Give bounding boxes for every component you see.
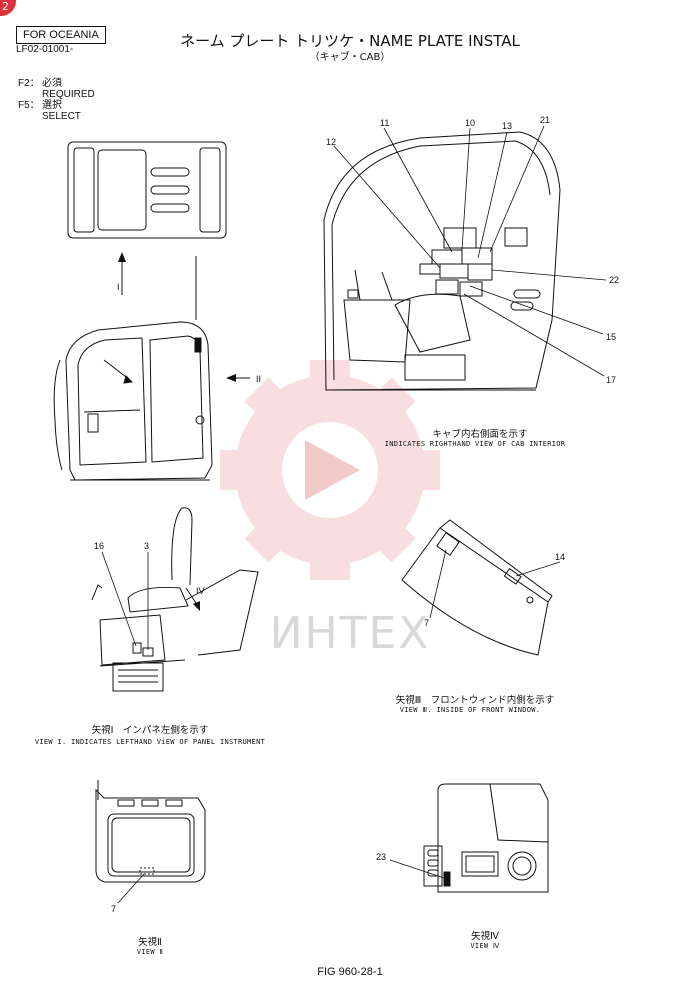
arrow-view-iv-label: IV [196,586,205,596]
page-title: ネーム プレート トリツケ・NAME PLATE INSTAL [180,32,520,50]
callout-17: 17 [606,375,616,385]
document-code: LF02-01001- [16,44,74,55]
caption-view-iii-en: VIEW Ⅲ. INSIDE OF FRONT WINDOW. [399,706,541,714]
region-badge: FOR OCEANIA [16,26,106,44]
callout-23: 23 [376,852,386,862]
watermark-text: ИНТЕХ [270,608,431,659]
leader-line [117,873,145,904]
view-iv-drawing [423,783,549,893]
callout-16: 16 [94,541,104,551]
callout-7-view-iii: 7 [424,618,429,628]
arrow-view-i [118,252,126,295]
watermark-gear-logo [220,360,440,580]
arrow-view-ii-label: II [256,374,261,384]
leader-line [429,549,447,619]
caption-view-i-en: VIEW I. INDICATES LEFTHAND ViEW OF PANEL… [34,738,266,746]
caption-view-ii-jp: 矢視Ⅱ [138,937,162,948]
cab-roof-drawing [67,141,227,239]
callout-21: 21 [540,115,550,125]
cab-callout-leaders [333,125,607,377]
callout-13: 13 [502,121,512,131]
cab-exterior-drawing [53,321,213,481]
leader-line [515,561,561,577]
legend-required: F2：必須 REQUIRED [18,78,95,100]
caption-cab-en: INDICATES RIGHTHAND VIEW OF CAB INTERIOR [384,440,566,448]
callout-22: 22 [609,275,619,285]
arrow-view-ii [226,374,250,382]
view-i-drawing [91,507,259,692]
figure-number: FIG 960-28-1 [317,966,383,978]
caption-view-iv-en: VIEW Ⅳ [470,942,500,950]
caption-view-iii-jp: 矢視Ⅲ フロントウィンド内側を示す [395,695,555,706]
caption-cab-jp: キャブ内右側面を示す [432,429,528,440]
leader-line [389,859,445,879]
caption-view-iv-jp: 矢視Ⅳ [471,931,499,942]
caption-view-ii-en: VIEW Ⅱ [136,948,164,956]
cab-interior-drawing [323,131,561,391]
caption-view-i-jp: 矢視Ⅰ インパネ左側を示す [91,725,209,736]
legend-select: F5：選択 SELECT [18,100,81,122]
callout-11: 11 [380,118,389,128]
leader-line [101,551,137,647]
arrow-view-i-label: I [117,282,120,292]
callout-7-view-ii: 7 [111,904,116,914]
callout-10: 10 [465,118,475,128]
callout-3: 3 [144,541,149,551]
callout-12: 12 [326,137,336,147]
view-ii-drawing [95,780,206,883]
callout-15: 15 [606,332,616,342]
callout-14: 14 [555,552,565,562]
arrow-view-iv [185,587,200,611]
view-iii-drawing [401,519,553,656]
page-subtitle: （キャブ・CAB） [309,52,391,63]
